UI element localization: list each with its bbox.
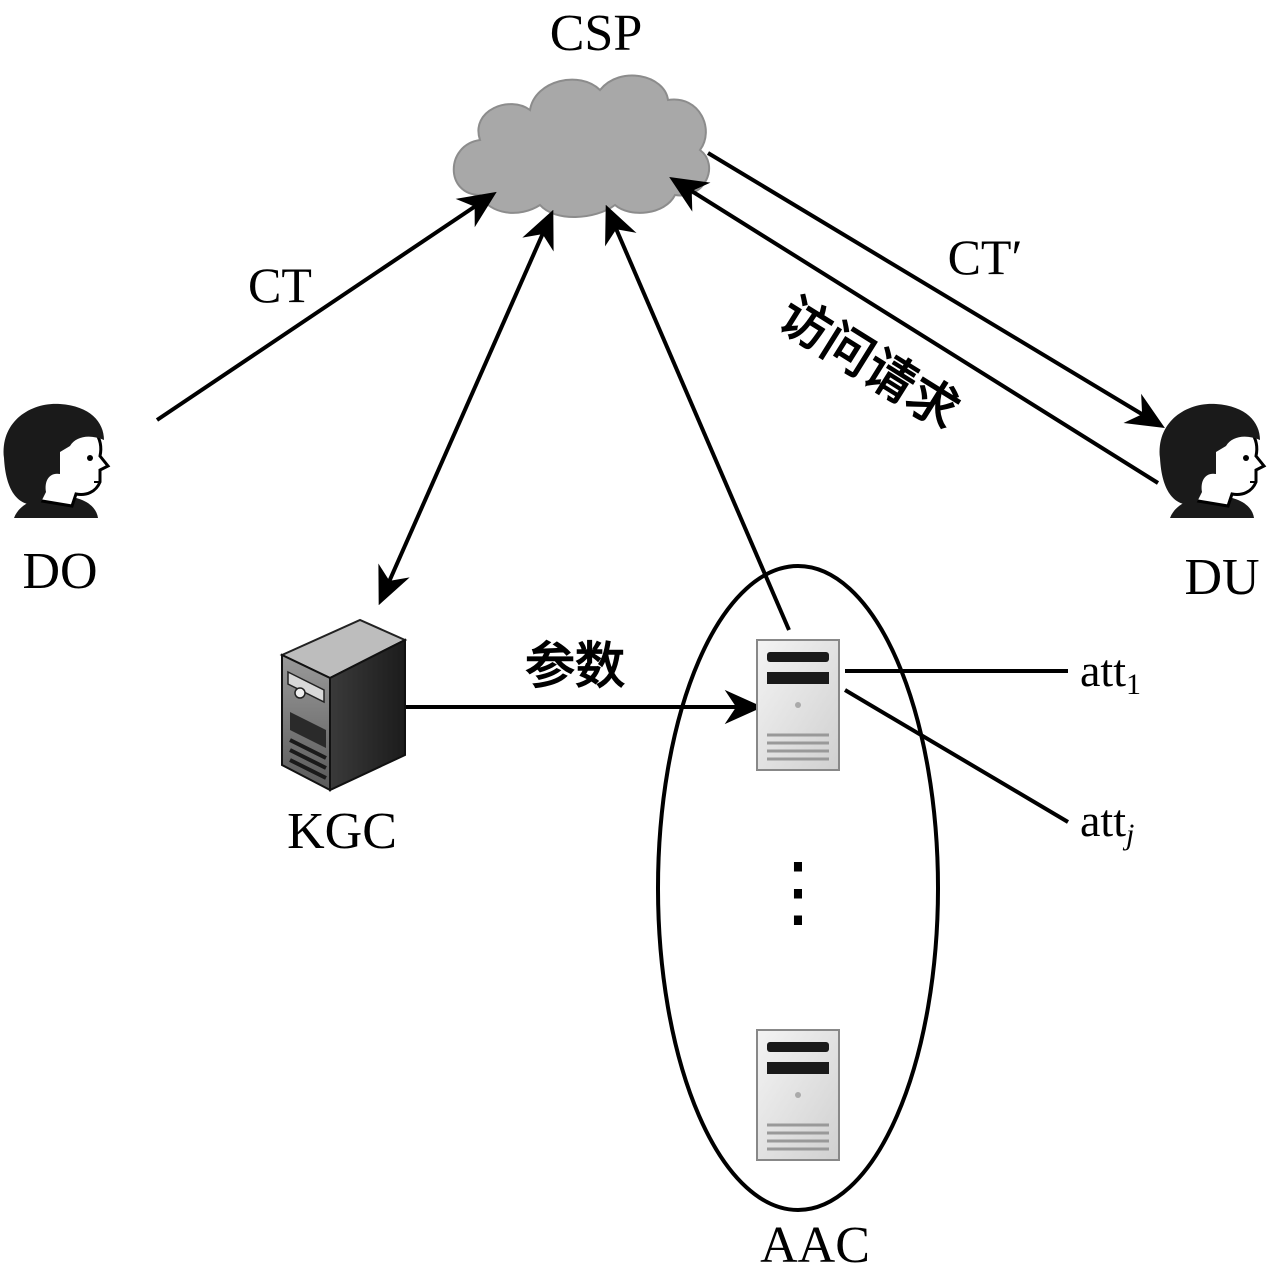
edge-server-attj: [843, 688, 1070, 824]
edge-aac-to-csp: [605, 204, 791, 631]
du-label: DU: [1184, 549, 1259, 606]
csp-label: CSP: [550, 5, 643, 62]
do-node: DO: [3, 403, 111, 600]
du-node: DU: [1159, 403, 1267, 606]
att1-sub: 1: [1126, 668, 1141, 701]
aac-node: ⋮ AAC: [656, 564, 940, 1274]
edge-label-access-request: 访问请求: [769, 286, 969, 441]
edge-do-to-csp: [155, 191, 497, 422]
csp-node: CSP: [452, 5, 711, 218]
attj-base: att: [1080, 795, 1126, 846]
edge-du-to-csp: [669, 176, 1160, 485]
edge-label-params: 参数: [525, 637, 625, 695]
attj-label: attj: [1080, 795, 1134, 851]
attj-sub: j: [1122, 818, 1134, 851]
edge-label-ct: CT: [248, 257, 312, 313]
rack-server-icon: [756, 639, 840, 771]
person-icon: [3, 403, 111, 518]
aac-label: AAC: [760, 1217, 870, 1274]
att1-label: att1: [1080, 645, 1141, 701]
do-label: DO: [22, 543, 97, 600]
kgc-label: KGC: [287, 803, 397, 860]
person-icon: [1159, 403, 1267, 518]
kgc-node: KGC: [279, 618, 408, 860]
aac-boundary: [656, 564, 940, 1212]
edge-label-ct-prime: CT′: [948, 229, 1023, 285]
edge-csp-kgc: [378, 209, 554, 606]
cloud-icon: [452, 74, 711, 218]
edge-csp-to-du: [706, 151, 1165, 428]
aac-ellipsis: ⋮: [759, 848, 837, 935]
rack-server-icon: [756, 1029, 840, 1161]
att1-base: att: [1080, 645, 1126, 696]
tower-server-icon: [279, 618, 408, 792]
